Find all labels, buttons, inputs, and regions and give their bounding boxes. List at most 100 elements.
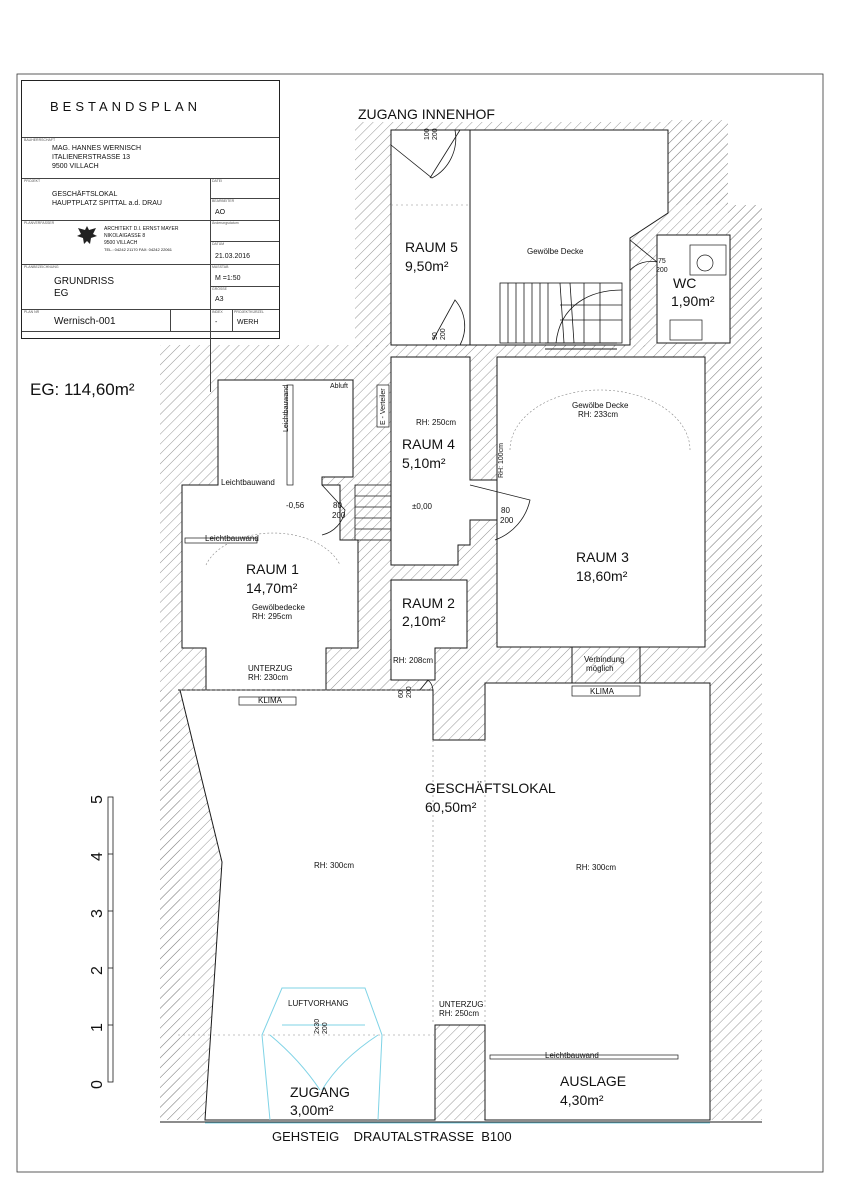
date-label: DATEI <box>212 179 223 183</box>
doors <box>321 129 658 691</box>
plan-no-label: PLAN NR <box>24 310 40 314</box>
klima-label: KLIMA <box>258 696 283 705</box>
abluft-label: Abluft <box>330 383 348 390</box>
architect-line: NIKOLAIGASSE 8 <box>104 233 146 239</box>
door-dim: 90 <box>432 332 439 340</box>
raum2-area: 2,10m² <box>402 613 446 629</box>
format-value: A3 <box>215 296 224 303</box>
raum1-name: RAUM 1 <box>246 561 299 577</box>
client-line: MAG. HANNES WERNISCH <box>52 145 142 152</box>
architect-line: TEL.: 04242 21170 FAX: 04242 22061 <box>104 247 172 252</box>
room-outlines <box>178 129 731 1121</box>
auslage-area: 4,30m² <box>560 1092 604 1108</box>
door-dim: 100 <box>424 128 431 140</box>
title-block: BESTANDSPLAN BAUHERRSCHAFT MAG. HANNES W… <box>21 80 280 392</box>
raum3-name: RAUM 3 <box>576 549 629 565</box>
zugang-innenhof-label: ZUGANG INNENHOF <box>358 106 495 122</box>
scale-tick: 0 <box>89 1080 106 1089</box>
door-dim: 80 <box>501 506 510 515</box>
raum3-rh: RH: 233cm <box>578 410 619 419</box>
wc-name: WC <box>673 275 697 291</box>
content-label: PLANBEZEICHNUNG <box>24 265 59 269</box>
code-value: WERH <box>237 319 259 326</box>
drawn-label: BEARBEITER <box>212 199 235 203</box>
leichtbauwand-label: Leichtbauwand <box>221 478 275 487</box>
project-line: HAUPTPLATZ SPITTAL a.d. DRAU <box>52 200 162 207</box>
drawn-value: AO <box>215 209 226 216</box>
raum1-note: Gewölbedecke <box>252 603 305 612</box>
sheet-border <box>16 73 824 1173</box>
index-label: INDEX <box>212 310 223 314</box>
datum-label: DATUM <box>212 242 225 246</box>
door-dim: 200 <box>322 1022 329 1034</box>
unterzug-rh: RH: 230cm <box>248 673 289 682</box>
zugang-name: ZUGANG <box>290 1084 350 1100</box>
raum4-name: RAUM 4 <box>402 436 455 452</box>
inner-walls <box>205 342 641 690</box>
raum2-name: RAUM 2 <box>402 595 455 611</box>
raum4-area: 5,10m² <box>402 455 446 471</box>
unterzug-rh: RH: 250cm <box>439 1009 480 1018</box>
raum5-area: 9,50m² <box>405 258 449 274</box>
verbindung-label: Verbindung <box>584 655 625 664</box>
scale-bar <box>107 796 114 1083</box>
luftvorhang-label: LUFTVORHANG <box>288 999 349 1008</box>
wc-area: 1,90m² <box>671 293 715 309</box>
klima-label: KLIMA <box>590 687 615 696</box>
plan-title: BESTANDSPLAN <box>50 99 202 114</box>
raum1-rh: RH: 295cm <box>252 612 293 621</box>
client-line: 9500 VILLACH <box>52 163 99 170</box>
plan-no-value: Wernisch-001 <box>54 316 116 327</box>
glass-entrance <box>205 987 710 1124</box>
wc-door-dim: 75 <box>658 258 666 265</box>
content-line: GRUNDRISS <box>54 276 115 287</box>
vaults <box>205 389 691 566</box>
door-dim: 200 <box>432 128 439 140</box>
lightweight-walls <box>184 384 679 1060</box>
e-verteiler-label: E - Verteiler <box>380 388 387 425</box>
small-stair <box>354 484 392 541</box>
door-dim: 200 <box>406 686 413 698</box>
raum1-area: 14,70m² <box>246 580 298 596</box>
client-line: ITALIENERSTRASSE 13 <box>52 154 131 161</box>
door-dim: 200 <box>332 511 346 520</box>
eagle-logo-icon <box>77 226 97 244</box>
scale-tick: 3 <box>89 909 106 918</box>
unterzug-label: UNTERZUG <box>439 1000 484 1009</box>
axes <box>178 204 486 1036</box>
raum4-rh: RH: 250cm <box>416 418 457 427</box>
door-dim: 200 <box>500 516 514 525</box>
planner-label: PLANVERFASSER <box>24 221 55 225</box>
project-label: PROJEKT <box>24 179 41 183</box>
geschaeft-rh: RH: 300cm <box>576 863 617 872</box>
leichtbauwand-label: Leichtbauwand <box>545 1051 599 1060</box>
stair-ceiling-note: Gewölbe Decke <box>527 247 584 256</box>
unterzug-label: UNTERZUG <box>248 664 293 673</box>
wc-fixtures <box>669 244 727 341</box>
rh-label: RH: 100cm <box>498 442 505 478</box>
auslage-name: AUSLAGE <box>560 1073 627 1089</box>
change-label: Änderungsdatum <box>212 221 239 225</box>
architect-line: ARCHITEKT D.I. ERNST MAYER <box>104 226 179 232</box>
verbindung-label: möglich <box>586 664 614 673</box>
format-label: GRÖSSE <box>212 287 227 291</box>
geschaeft-name: GESCHÄFTSLOKAL <box>425 780 556 796</box>
architect-line: 9500 VILLACH <box>104 240 138 246</box>
zugang-area: 3,00m² <box>290 1102 334 1118</box>
door-dim: 2x30 <box>314 1018 321 1034</box>
raum3-note: Gewölbe Decke <box>572 401 629 410</box>
project-line: GESCHÄFTSLOKAL <box>52 191 118 198</box>
wc-door-dim: 200 <box>656 267 668 274</box>
content-line: EG <box>54 288 69 299</box>
geschaeft-rh: RH: 300cm <box>314 861 355 870</box>
scale-tick: 4 <box>89 852 106 861</box>
door-dim: 200 <box>440 328 447 340</box>
leichtbauwand-label: Leichtbauwand <box>283 384 290 432</box>
scale-tick: 1 <box>89 1023 106 1032</box>
scale-tick: 5 <box>89 795 106 804</box>
raum5-name: RAUM 5 <box>405 239 458 255</box>
client-label: BAUHERRSCHAFT <box>24 138 56 142</box>
scale-tick: 2 <box>89 966 106 975</box>
street-label: GEHSTEIG DRAUTALSTRASSE B100 <box>272 1129 512 1144</box>
